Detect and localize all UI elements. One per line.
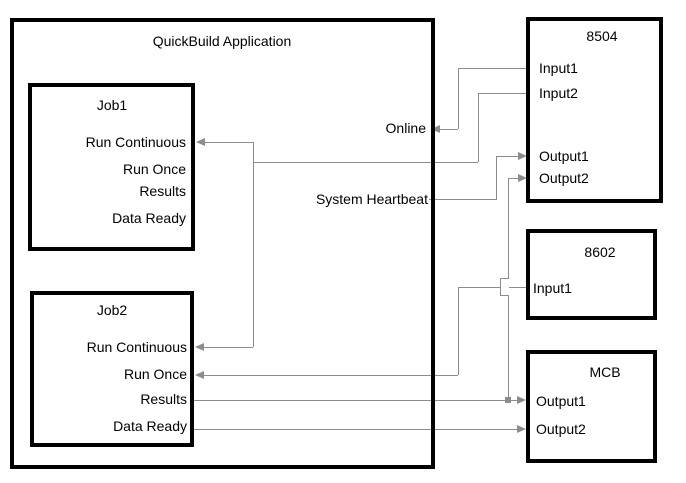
arrowhead-8504-output2	[518, 174, 527, 182]
arrowhead-job2-run-once	[195, 371, 204, 379]
device-mcb-box	[526, 350, 657, 463]
arrowhead-online	[431, 125, 440, 133]
wire-data-ready-h	[194, 429, 518, 430]
wire-results-branch-jog-v	[500, 278, 501, 296]
wire-input1-to-online-h1	[458, 68, 527, 69]
arrowhead-mcb-output1	[517, 396, 526, 404]
job1-port-data-ready: Data Ready	[112, 210, 186, 226]
arrowhead-mcb-output2	[517, 425, 526, 433]
job2-box	[30, 291, 194, 447]
device-8504-port-output1: Output1	[539, 148, 589, 164]
system-heartbeat-label: System Heartbeat	[315, 191, 428, 207]
wire-heartbeat-v	[496, 156, 497, 200]
wire-input2-h1	[478, 93, 527, 94]
wire-results-branch-h	[508, 178, 519, 179]
wire-run-continuous-trunk-v	[253, 142, 254, 347]
device-8504-title: 8504	[586, 28, 618, 44]
wire-job2-run-continuous-h	[203, 347, 253, 348]
wire-input2-h2	[253, 162, 478, 163]
device-mcb-port-output2: Output2	[536, 421, 586, 437]
wire-job1-run-continuous-h	[204, 142, 253, 143]
wire-input2-v1	[478, 93, 479, 162]
job2-port-run-continuous: Run Continuous	[86, 339, 187, 355]
device-8602-title: 8602	[584, 244, 616, 260]
wire-job2-run-once-h	[203, 375, 458, 376]
device-8504-box	[526, 17, 663, 203]
device-8504-port-input1: Input1	[539, 60, 578, 76]
arrowhead-job1-run-continuous	[196, 138, 205, 146]
device-mcb-port-output1: Output1	[536, 393, 586, 409]
online-label: Online	[385, 120, 426, 136]
wire-results-branch-v1	[508, 178, 509, 278]
job2-title: Job2	[96, 302, 128, 318]
device-8504-port-output2: Output2	[539, 170, 589, 186]
arrowhead-job2-run-continuous	[195, 343, 204, 351]
device-mcb-title: MCB	[589, 364, 621, 380]
wire-input1-to-online-v	[458, 68, 459, 129]
wire-results-h	[194, 400, 518, 401]
quickbuild-title: QuickBuild Application	[152, 33, 292, 49]
wire-results-branch-jog-bottom	[500, 295, 509, 296]
wire-heartbeat-h2	[496, 156, 519, 157]
wire-junction-dot	[505, 397, 511, 403]
device-8602-port-input1: Input1	[533, 280, 572, 296]
job1-title: Job1	[96, 97, 128, 113]
job1-port-run-continuous: Run Continuous	[85, 134, 186, 150]
wire-input1-to-online-h2	[439, 129, 458, 130]
wire-results-branch-jog-top	[500, 278, 509, 279]
job1-box	[28, 83, 195, 251]
job1-port-results: Results	[139, 183, 186, 199]
quickbuild-application-box	[10, 18, 435, 469]
job1-port-run-once: Run Once	[122, 161, 186, 177]
wire-8602-input1-h-left	[458, 287, 500, 288]
device-8504-port-input2: Input2	[539, 85, 578, 101]
wire-8602-input1-h-right	[509, 287, 526, 288]
arrowhead-8504-output1	[518, 152, 527, 160]
wire-8602-input1-v	[458, 287, 459, 375]
wire-results-branch-v2	[508, 295, 509, 400]
job2-port-data-ready: Data Ready	[113, 418, 187, 434]
job2-port-results: Results	[140, 391, 187, 407]
wire-heartbeat-h1	[429, 199, 496, 200]
job2-port-run-once: Run Once	[123, 366, 187, 382]
device-8602-box	[526, 229, 657, 320]
